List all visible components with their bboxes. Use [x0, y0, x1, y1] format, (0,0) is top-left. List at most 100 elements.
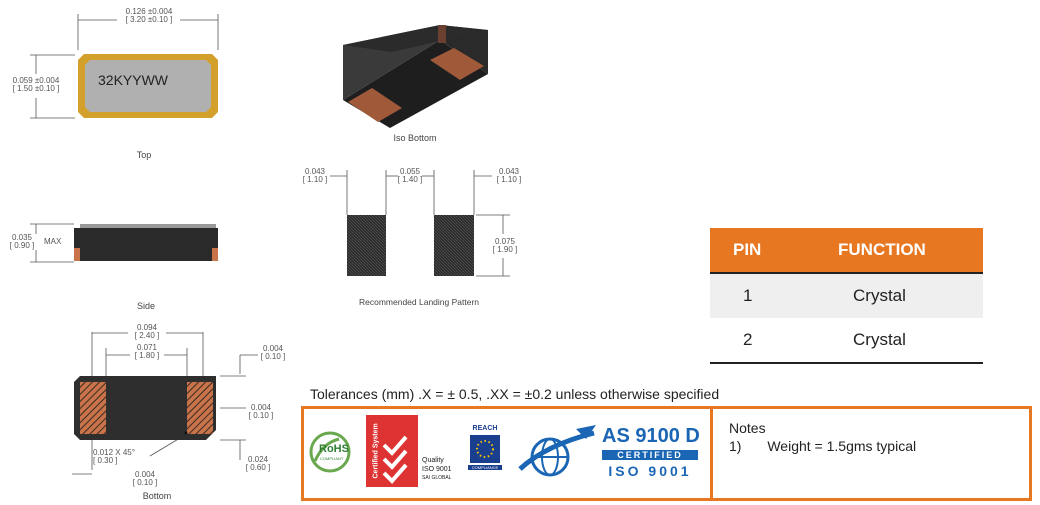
bottom-chamfer-inches: 0.012 — [93, 448, 114, 457]
top-view-package-lid — [85, 60, 211, 112]
side-height-mm: [ 0.90 ] — [9, 241, 35, 250]
sai-global-logo: Certified System Quality ISO 9001 SAI GL… — [366, 415, 476, 487]
certifications-notes-box: RoHS COMPLIANT Certified System Quality … — [301, 406, 1032, 501]
bottom-inner-dim: 0.071 [ 1.80 ] — [130, 344, 164, 360]
iso-9001-small-text: ISO 9001 — [422, 466, 452, 473]
landing-caption: Recommended Landing Pattern — [358, 297, 480, 307]
landing-pattern-drawing — [330, 170, 510, 277]
globe-plane-icon — [518, 425, 596, 477]
notes-section: Notes 1) Weight = 1.5gms typical — [729, 419, 916, 455]
top-caption: Top — [136, 150, 152, 160]
sai-global-text: SAI GLOBAL — [422, 475, 452, 481]
reach-logo: REACH COMPLIANCE — [468, 425, 502, 475]
top-width-dim: 0.126 ±0.004 [ 3.20 ±0.10 ] — [118, 8, 180, 24]
bottom-chamfer-dim: 0.012 X 45° [ 0.30 ] — [93, 449, 135, 465]
bottom-lowright-inches: 0.024 — [247, 455, 269, 464]
bottom-topright-mm: [ 0.10 ] — [260, 352, 286, 361]
side-caption: Side — [136, 301, 155, 311]
side-pad-right — [212, 248, 218, 261]
bottom-lower-mm: [ 0.10 ] — [132, 478, 158, 487]
function-header: FUNCTION — [838, 240, 926, 259]
bottom-view-drawing — [72, 332, 258, 475]
certified-system-text: Certified System — [372, 423, 380, 479]
notes-title: Notes — [729, 420, 766, 436]
side-pad-left — [74, 248, 80, 261]
landing-height-inches: 0.075 — [494, 237, 516, 246]
landing-right-mm: [ 1.10 ] — [496, 175, 522, 184]
as9100d-text: AS 9100 D — [602, 425, 700, 447]
bottom-view-package — [74, 376, 216, 440]
top-marking: 32KYYWW — [98, 72, 169, 88]
bottom-inner-mm: [ 1.80 ] — [134, 351, 160, 360]
pin-function: Crystal — [853, 330, 906, 349]
bottom-midright-dim: 0.004 [ 0.10 ] — [244, 404, 278, 420]
notes-item-number: 1) — [729, 438, 742, 454]
bottom-lowright-mm: [ 0.60 ] — [245, 463, 271, 472]
landing-mid-dim: 0.055 [ 1.40 ] — [396, 168, 424, 184]
bottom-chamfer-mm: [ 0.30 ] — [93, 456, 118, 465]
bottom-outer-inches: 0.094 — [136, 323, 158, 332]
pin-number: 2 — [743, 330, 753, 349]
iso-bottom-view — [343, 25, 488, 128]
landing-pad-left — [347, 215, 386, 276]
bottom-outer-dim: 0.094 [ 2.40 ] — [128, 324, 166, 340]
top-view-drawing — [30, 14, 219, 119]
bottom-midright-mm: [ 0.10 ] — [248, 411, 274, 420]
bottom-lowright-dim: 0.024 [ 0.60 ] — [243, 456, 273, 472]
bottom-outer-mm: [ 2.40 ] — [134, 331, 160, 340]
table-divider — [710, 362, 983, 364]
iso-caption: Iso Bottom — [393, 133, 437, 143]
side-max-label: MAX — [44, 237, 62, 246]
rohs-logo: RoHS COMPLIANT — [309, 431, 359, 473]
landing-height-mm: [ 1.90 ] — [492, 245, 518, 254]
as9100d-logo: AS 9100 D CERTIFIED ISO 9001 — [516, 425, 702, 485]
bottom-inner-inches: 0.071 — [136, 343, 158, 352]
quality-text: Quality — [422, 457, 444, 464]
notes-item: 1) Weight = 1.5gms typical — [729, 437, 916, 455]
top-height-inches: 0.059 ±0.004 — [12, 76, 60, 85]
notes-item-text: Weight = 1.5gms typical — [767, 438, 917, 454]
landing-pad-right — [434, 215, 474, 276]
certified-red-block: Certified System — [366, 415, 418, 487]
box-divider — [710, 409, 713, 498]
landing-right-dim: 0.043 [ 1.10 ] — [492, 168, 526, 184]
table-divider — [710, 272, 983, 274]
eu-flag-icon — [470, 435, 500, 463]
top-height-dim: 0.059 ±0.004 [ 1.50 ±0.10 ] — [4, 77, 68, 93]
iso-9001-big-text: ISO 9001 — [608, 463, 692, 479]
certified-text: CERTIFIED — [602, 450, 698, 460]
landing-mid-inches: 0.055 — [399, 167, 421, 176]
bottom-midright-inches: 0.004 — [250, 403, 272, 412]
iso-pad-left — [348, 88, 402, 122]
bottom-topright-inches: 0.004 — [262, 344, 284, 353]
pin-header: PIN — [733, 240, 762, 259]
bottom-lower-inches: 0.004 — [134, 470, 156, 479]
pin-table-header: PIN FUNCTION — [710, 228, 983, 272]
pin-number: 1 — [743, 286, 753, 305]
iso-pad-right — [430, 48, 484, 80]
landing-left-mm: [ 1.10 ] — [302, 175, 328, 184]
table-row: 2 Crystal — [710, 318, 983, 362]
reach-sub-text: COMPLIANCE — [468, 465, 502, 470]
bottom-pad-right — [187, 382, 213, 434]
bottom-topright-dim: 0.004 [ 0.10 ] — [256, 345, 290, 361]
bottom-chamfer-angle: X 45° — [115, 448, 135, 457]
side-height-dim: 0.035 [ 0.90 ] — [5, 234, 39, 250]
pin-function: Crystal — [853, 286, 906, 305]
landing-mid-mm: [ 1.40 ] — [397, 175, 423, 184]
top-width-inches: 0.126 ±0.004 — [125, 7, 173, 16]
bottom-pad-left — [80, 382, 106, 434]
landing-left-dim: 0.043 [ 1.10 ] — [298, 168, 332, 184]
bottom-caption: Bottom — [142, 491, 172, 501]
landing-left-inches: 0.043 — [304, 167, 326, 176]
side-view-drawing — [30, 223, 218, 263]
side-height-inches: 0.035 — [11, 233, 33, 242]
top-height-mm: [ 1.50 ±0.10 ] — [12, 84, 60, 93]
landing-right-inches: 0.043 — [498, 167, 520, 176]
reach-text: REACH — [472, 425, 498, 432]
landing-height-dim: 0.075 [ 1.90 ] — [488, 238, 522, 254]
bottom-lower-dim: 0.004 [ 0.10 ] — [128, 471, 162, 487]
pin-function-table: PIN FUNCTION 1 Crystal 2 Crystal — [710, 228, 983, 364]
rohs-sub-text: COMPLIANT — [320, 456, 344, 461]
